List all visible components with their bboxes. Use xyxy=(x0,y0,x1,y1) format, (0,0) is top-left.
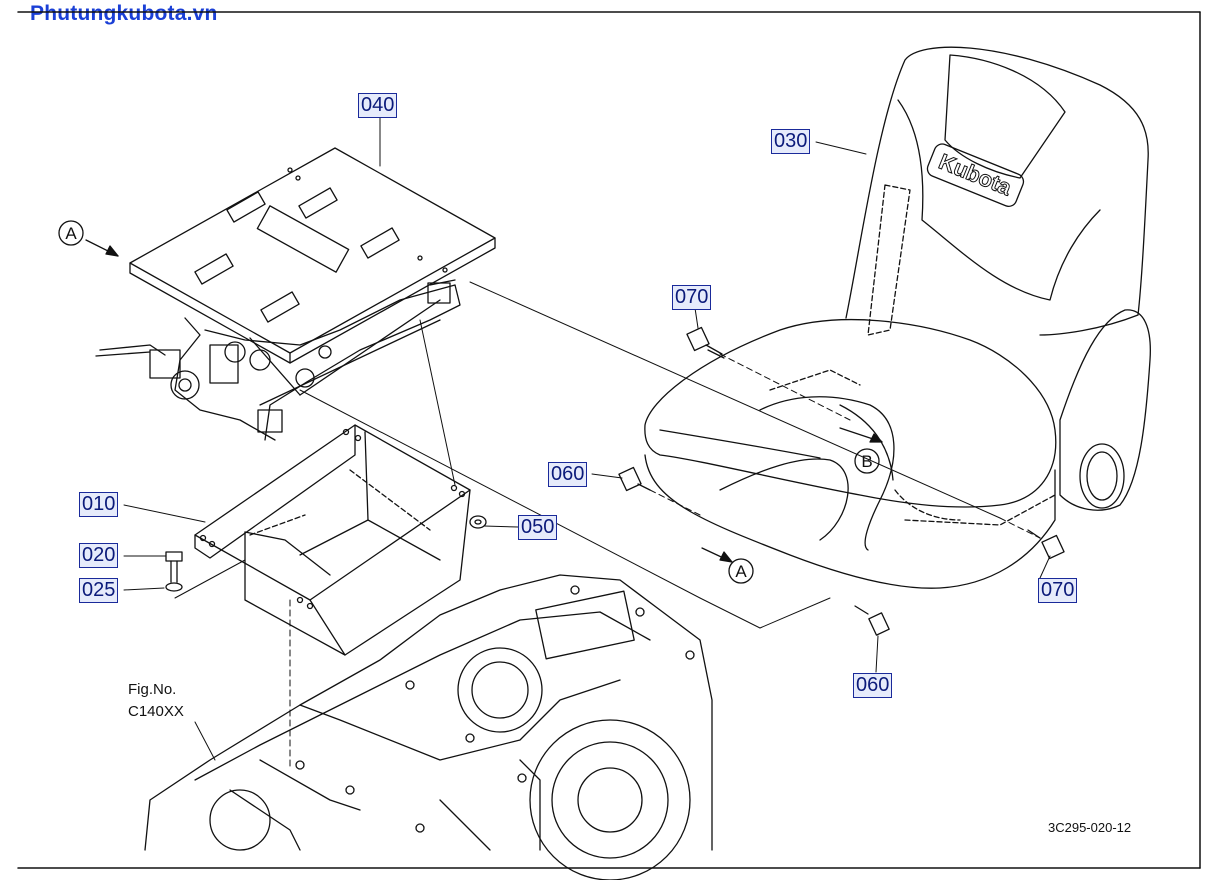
marker-b-circle xyxy=(854,448,880,474)
transmission-case-drawing xyxy=(144,574,713,880)
marker-b: B xyxy=(861,452,872,471)
figure-ref-number[interactable]: C140XX xyxy=(128,703,184,720)
callout-060-bottom[interactable]: 060 xyxy=(853,673,893,698)
callout-060-left[interactable]: 060 xyxy=(548,462,588,487)
leader-lines xyxy=(123,115,1051,771)
marker-a-2: A xyxy=(735,562,747,581)
seat-suspension-drawing xyxy=(95,147,496,441)
marker-a-circle-2 xyxy=(728,558,754,584)
site-watermark: Phutungkubota.vn xyxy=(30,2,218,25)
marker-a-1: A xyxy=(65,224,77,243)
figure-ref-label: Fig.No. xyxy=(128,681,177,698)
drawing-id: 3C295-020-12 xyxy=(1048,820,1132,835)
direction-arrows xyxy=(85,239,883,563)
callout-010[interactable]: 010 xyxy=(79,492,119,517)
callout-020[interactable]: 020 xyxy=(79,543,119,568)
callout-025[interactable]: 025 xyxy=(79,578,119,603)
callout-070-top[interactable]: 070 xyxy=(672,285,712,310)
fastener-drawings xyxy=(165,326,1065,636)
callout-070-right[interactable]: 070 xyxy=(1038,578,1078,603)
seat-drawing xyxy=(644,46,1151,589)
marker-a-circle-1 xyxy=(58,220,84,246)
tool-box-drawing xyxy=(194,424,471,656)
callout-050[interactable]: 050 xyxy=(518,515,558,540)
callout-030[interactable]: 030 xyxy=(771,129,811,154)
callout-040[interactable]: 040 xyxy=(358,93,398,118)
